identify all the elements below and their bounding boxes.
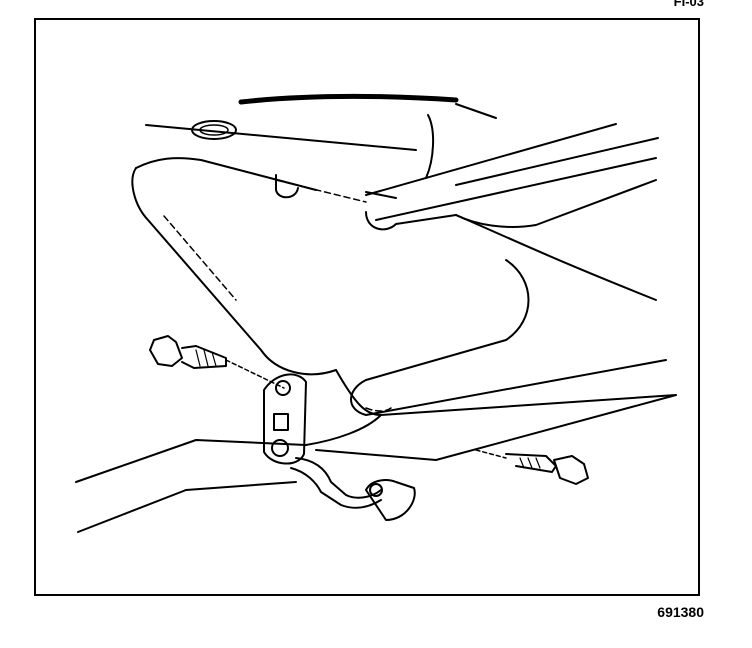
exhaust-pipe: [290, 457, 382, 509]
pipe-bracket: [365, 479, 416, 521]
crossmember: [75, 123, 677, 533]
frame-rail: [131, 93, 497, 376]
exhaust-hanger-diagram: [75, 93, 677, 533]
figure-frame: [34, 18, 700, 596]
exhaust-hanger-insulator: [263, 373, 307, 465]
figure-number: 691380: [657, 604, 704, 620]
top-code: FI-03: [673, 0, 704, 9]
mounting-bolt: [475, 449, 589, 485]
hidden-lines: [163, 179, 392, 412]
hanger-bolt: [149, 335, 285, 389]
